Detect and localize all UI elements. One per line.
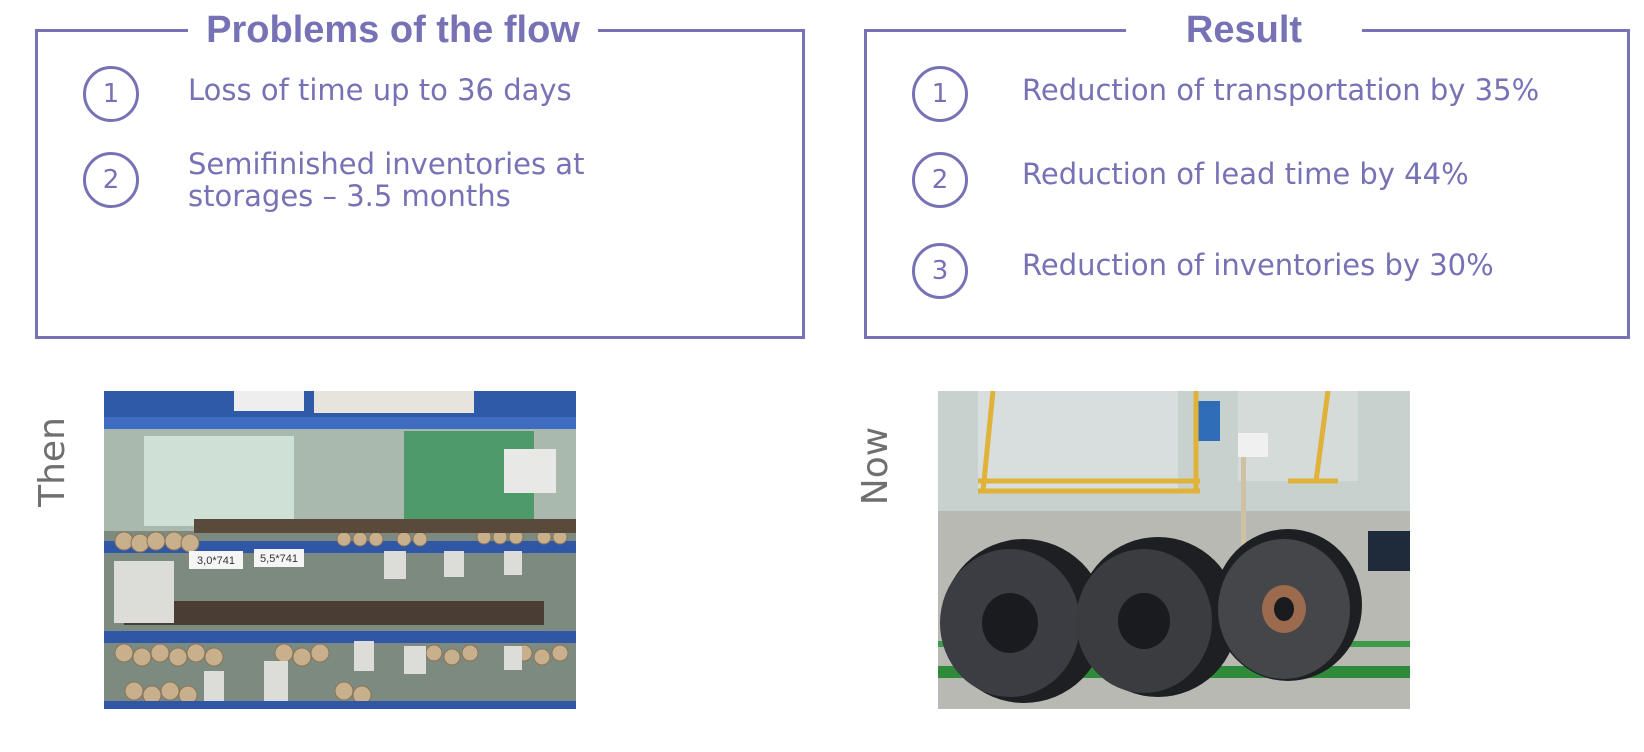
result-number-1: 1 [912,66,968,122]
problem-text-2-line-2: storages – 3.5 months [188,179,511,213]
problems-panel: Problems of the flow 1 Loss of time up t… [35,7,805,339]
then-photo: 3,0*741 5,5*741 [104,391,576,709]
then-photo-illustration: 3,0*741 5,5*741 [104,391,576,709]
problem-number-2: 2 [83,152,139,208]
then-tag-1: 3,0*741 [197,555,235,567]
result-number-2: 2 [912,152,968,208]
problem-text-2-line-1: Semifinished inventories at [188,147,585,181]
problem-text-1: Loss of time up to 36 days [188,73,572,107]
result-text-2: Reduction of lead time by 44% [1022,157,1469,191]
result-panel: Result 1 Reduction of transportation by … [864,7,1630,339]
problems-title: Problems of the flow [188,7,598,53]
then-tag-2: 5,5*741 [260,553,298,565]
problem-number-1: 1 [83,66,139,122]
now-photo-illustration [938,391,1410,709]
now-label: Now [855,426,896,506]
now-photo [938,391,1410,709]
result-number-3: 3 [912,243,968,299]
now-spools [940,529,1362,703]
result-text-3: Reduction of inventories by 30% [1022,248,1494,282]
result-text-1: Reduction of transportation by 35% [1022,73,1540,107]
problem-text-2: Semifinished inventories at storages – 3… [188,148,584,212]
then-label: Then [32,417,73,507]
result-title: Result [1126,7,1362,53]
